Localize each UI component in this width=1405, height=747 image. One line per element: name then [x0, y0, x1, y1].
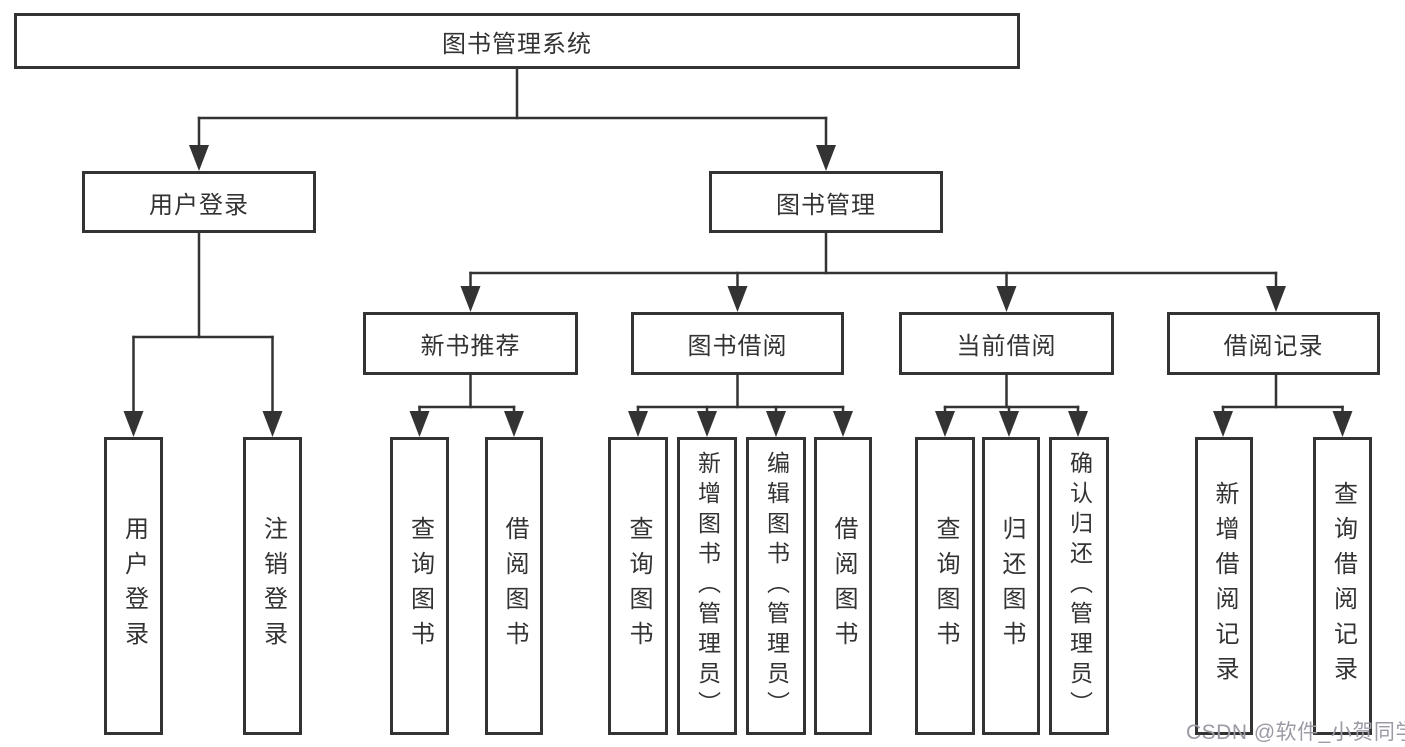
leaf-user-login-label: 用户登录 — [120, 516, 148, 656]
connector-borrowing-records-children — [1213, 373, 1353, 437]
arrowhead — [996, 286, 1017, 312]
leaf-query-books-1-label: 查询图书 — [406, 516, 434, 656]
csdn-watermark: CSDN @软件_小贺同学 — [1186, 721, 1405, 744]
leaf-add-book-admin: 新增图书（管理员） — [677, 437, 737, 735]
leaf-add-borrow-record-label: 新增借阅记录 — [1211, 481, 1238, 691]
connector-book-management-children — [460, 231, 1286, 312]
arrowhead — [1068, 411, 1088, 437]
arrowhead — [999, 411, 1019, 437]
node-book-management: 图书管理 — [709, 171, 943, 233]
connector-user-login-children — [123, 231, 283, 437]
leaf-add-borrow-record: 新增借阅记录 — [1195, 437, 1253, 735]
arrowhead — [262, 411, 283, 437]
node-book-management-label: 图书管理 — [776, 191, 876, 219]
arrowhead — [504, 411, 524, 437]
connector-current-borrowing-children — [935, 373, 1088, 437]
leaf-return-books-label: 归还图书 — [998, 516, 1025, 656]
connector-book-borrowing-children — [628, 373, 853, 437]
arrowhead — [833, 411, 853, 437]
node-book-borrowing-label: 图书借阅 — [687, 333, 788, 360]
arrowhead — [409, 411, 430, 437]
arrowhead — [935, 411, 955, 437]
leaf-borrow-books-1: 借阅图书 — [485, 437, 543, 735]
connector-new-book-recommend-children — [409, 373, 524, 437]
arrowhead — [1213, 411, 1233, 437]
leaf-add-book-admin-label: 新增图书（管理员） — [694, 451, 721, 721]
leaf-confirm-return-admin-label: 确认归还（管理员） — [1066, 451, 1093, 721]
node-user-login-label: 用户登录 — [149, 191, 249, 219]
arrowhead — [189, 145, 209, 171]
arrowhead — [697, 411, 717, 437]
arrowhead — [1332, 411, 1353, 437]
leaf-query-borrow-record-label: 查询借阅记录 — [1329, 481, 1357, 691]
node-borrowing-records-label: 借阅记录 — [1223, 333, 1324, 360]
leaf-return-books: 归还图书 — [982, 437, 1040, 735]
leaf-query-books-3: 查询图书 — [915, 437, 975, 735]
arrowhead — [460, 286, 481, 312]
leaf-borrow-books-2-label: 借阅图书 — [830, 516, 857, 656]
node-borrowing-records: 借阅记录 — [1167, 312, 1380, 375]
leaf-borrow-books-1-label: 借阅图书 — [501, 516, 528, 656]
connector-root-to-level2 — [189, 67, 836, 171]
node-root-label: 图书管理系统 — [442, 30, 592, 58]
arrowhead — [123, 411, 144, 437]
arrowhead — [766, 411, 786, 437]
leaf-query-books-1: 查询图书 — [390, 437, 449, 735]
leaf-query-books-2-label: 查询图书 — [625, 516, 652, 656]
node-root: 图书管理系统 — [14, 13, 1020, 69]
node-current-borrowing: 当前借阅 — [899, 312, 1114, 375]
leaf-user-login: 用户登录 — [104, 437, 163, 735]
leaf-logout: 注销登录 — [243, 437, 302, 735]
leaf-query-borrow-record: 查询借阅记录 — [1313, 437, 1372, 735]
arrowhead — [628, 411, 648, 437]
node-current-borrowing-label: 当前借阅 — [956, 333, 1057, 360]
node-new-book-recommend: 新书推荐 — [363, 312, 578, 375]
node-user-login: 用户登录 — [82, 171, 316, 233]
leaf-query-books-2: 查询图书 — [608, 437, 668, 735]
node-new-book-recommend-label: 新书推荐 — [420, 333, 521, 360]
leaf-edit-book-admin: 编辑图书（管理员） — [746, 437, 806, 735]
leaf-confirm-return-admin: 确认归还（管理员） — [1049, 437, 1109, 735]
leaf-query-books-3-label: 查询图书 — [932, 516, 959, 656]
leaf-edit-book-admin-label: 编辑图书（管理员） — [763, 451, 790, 721]
leaf-borrow-books-2: 借阅图书 — [814, 437, 872, 735]
leaf-logout-label: 注销登录 — [259, 516, 287, 656]
arrowhead — [1266, 286, 1286, 312]
arrowhead — [727, 286, 748, 312]
arrowhead — [816, 145, 836, 171]
node-book-borrowing: 图书借阅 — [631, 312, 844, 375]
